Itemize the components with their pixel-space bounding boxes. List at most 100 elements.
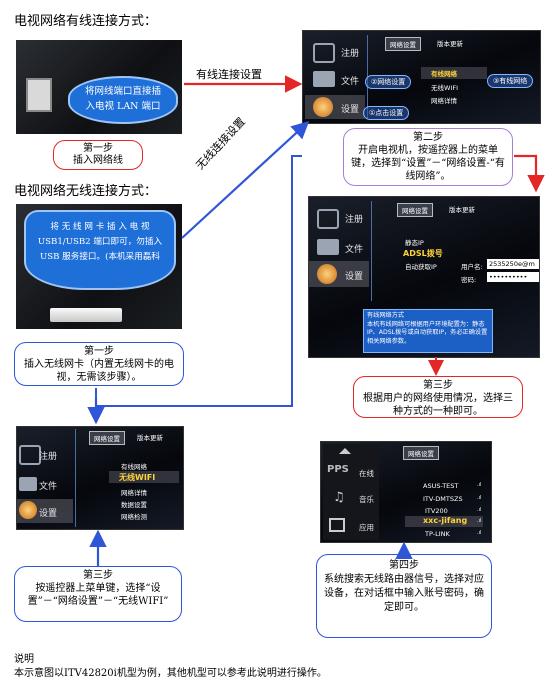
username-field[interactable]: 2535250e@m — [487, 259, 539, 269]
wired-step3-note: 第三步 根据用户的网络使用情况，选择三种方式的一种即可。 — [353, 376, 523, 418]
sidebar-item-settings[interactable]: 设置 — [345, 272, 364, 282]
step-title: 第一步 — [84, 346, 114, 357]
wired-callout: 将网线端口直接插 入电视 LAN 端口 — [68, 76, 178, 124]
step-title: 第三步 — [423, 380, 453, 391]
gear-icon — [317, 264, 337, 284]
sidebar-item-settings[interactable]: 设置 — [341, 105, 360, 115]
folder-icon — [317, 239, 339, 255]
step2-note: 第二步 开启电视机，按遥控器上的菜单键，选择到“设置”－“网络设置-“有线网络”… — [343, 128, 513, 186]
step-text: 开启电视机，按遥控器上的菜单键，选择到“设置”－“网络设置-“有线网络”。 — [351, 145, 505, 182]
menu-wired[interactable]: 有线网络 — [121, 463, 147, 471]
step-text: 插入无线网卡（内置无线网卡的电视，无需该步骤）。 — [24, 359, 174, 383]
step-text: 按遥控器上菜单键，选择“设置”－“网络设置”－“无线WIFI” — [27, 583, 169, 607]
heading-wireless: 电视网络无线连接方式： — [14, 184, 158, 199]
tab-version[interactable]: 版本更新 — [437, 40, 463, 48]
option-adsl[interactable]: ADSL拨号 — [403, 249, 443, 258]
info-text: 本机有线网络可根据用户环境配置为：静态IP、ADSL拨号或自动获取IP，务必正确… — [367, 320, 488, 345]
step-title: 第四步 — [389, 560, 419, 571]
ssid-item[interactable]: ITV200 — [425, 507, 448, 515]
tab-network[interactable]: 网络设置 — [397, 203, 433, 217]
menu-selected-bg — [109, 471, 179, 483]
menu-wired[interactable]: 有线网络 — [431, 70, 457, 78]
wireless-step1-note: 第一步 插入无线网卡（内置无线网卡的电视，无需该步骤）。 — [14, 342, 184, 386]
sidebar-item-music[interactable]: 音乐 — [359, 495, 374, 504]
step4-note: 第四步 系统搜索无线路由器信号，选择对应设备，在对话框中输入账号密码，确定即可。 — [316, 554, 492, 638]
sidebar-item-apps[interactable]: 应用 — [359, 523, 374, 532]
note-text: 本示意图以ITV42820i机型为例，其他机型可以参考此说明进行操作。 — [14, 668, 327, 679]
tab-version[interactable]: 版本更新 — [137, 434, 163, 442]
tv-lan-photo: 将网线端口直接插 入电视 LAN 端口 — [16, 40, 182, 134]
menu-details[interactable]: 网络详情 — [431, 97, 457, 105]
username-label: 用户名: — [461, 263, 483, 271]
arrow-step1-to-screen3 — [95, 155, 302, 407]
folder-icon — [19, 477, 37, 491]
menu-wifi[interactable]: 无线WIFI — [119, 473, 156, 482]
ssid-item-selected[interactable]: xxc-jifang — [423, 516, 468, 525]
tab-network[interactable]: 网络设置 — [89, 431, 125, 445]
sidebar-item-register[interactable]: 注册 — [341, 49, 360, 59]
info-title: 有线网络方式 — [367, 312, 405, 319]
ssid-item[interactable]: ASUS-TEST — [423, 482, 459, 490]
badge-wired: ③有线网络 — [487, 74, 534, 88]
register-icon — [19, 445, 41, 465]
arrow-step2-to-screen2 — [514, 154, 545, 193]
wifi-list-screen: PPS 在线 ♫ 音乐 应用 网络设置 ASUS-TEST ITV-DMTSZS… — [320, 441, 492, 543]
sidebar-item-settings[interactable]: 设置 — [39, 509, 58, 519]
arrow-wireless-diagonal — [181, 121, 310, 239]
info-panel: 有线网络方式 本机有线网络可根据用户环境配置为：静态IP、ADSL拨号或自动获取… — [363, 309, 493, 353]
folder-icon — [313, 71, 335, 87]
step-text: 系统搜索无线路由器信号，选择对应设备，在对话框中输入账号密码，确定即可。 — [324, 574, 484, 613]
step-text: 插入网络线 — [73, 155, 123, 166]
step-title: 第二步 — [413, 132, 443, 143]
ssid-selected-bg — [405, 516, 483, 527]
step-title: 第三步 — [83, 570, 113, 581]
badge-click-settings: ①点击设置 — [363, 106, 410, 120]
wireless-callout-line: USB 服务接口。(本机采用磊科 — [39, 252, 161, 262]
ssid-item[interactable]: ITV-DMTSZS — [423, 495, 463, 503]
menu-wifi[interactable]: 无线WIFI — [431, 84, 458, 92]
music-icon: ♫ — [333, 490, 345, 505]
sidebar-item-register[interactable]: 注册 — [345, 215, 364, 225]
password-label: 密码: — [461, 276, 477, 284]
option-static-ip[interactable]: 静态IP — [405, 239, 424, 247]
badge-network-settings: ②网络设置 — [365, 75, 412, 89]
wireless-callout-line: USB1/USB2 端口即可，勿插入 — [37, 237, 163, 247]
tab-version[interactable]: 版本更新 — [449, 206, 475, 214]
apps-icon — [329, 518, 345, 532]
divider — [75, 429, 76, 527]
menu-data[interactable]: 数据设置 — [121, 501, 147, 509]
register-icon — [317, 209, 339, 229]
sidebar-item-files[interactable]: 文件 — [39, 482, 58, 492]
ppc-sidebar — [323, 444, 379, 540]
sidebar-item-register[interactable]: 注册 — [39, 452, 58, 462]
step-title: 第一步 — [83, 143, 113, 154]
signal-icon: .ıl — [477, 495, 482, 501]
tv-usb-photo: 将 无 线 网 卡 插 入 电 视 USB1/USB2 端口即可，勿插入 USB… — [16, 204, 182, 329]
pps-logo: PPS — [327, 464, 349, 475]
option-dhcp[interactable]: 自动获取IP — [405, 263, 437, 271]
wireless-step3-note: 第三步 按遥控器上菜单键，选择“设置”－“网络设置”－“无线WIFI” — [14, 566, 182, 622]
menu-selected-bg — [421, 67, 487, 79]
scroll-up-icon[interactable] — [339, 448, 351, 454]
sidebar-item-online[interactable]: 在线 — [359, 469, 374, 478]
tab-network[interactable]: 网络设置 — [403, 446, 439, 460]
wired-step1-note: 第一步 插入网络线 — [53, 140, 143, 170]
wired-settings-screen: 注册 文件 设置 网络设置 版本更新 有线网络 无线WIFI 网络详情 ①点击设… — [302, 30, 541, 124]
password-field[interactable]: •••••••••• — [487, 272, 539, 282]
wireless-callout-line: 将 无 线 网 卡 插 入 电 视 — [50, 222, 150, 232]
wired-callout-line: 将网线端口直接插 — [84, 86, 161, 97]
signal-icon: .ıl — [477, 530, 482, 536]
step-text: 根据用户的网络使用情况，选择三种方式的一种即可。 — [363, 393, 513, 417]
signal-icon: .ıl — [477, 507, 482, 513]
menu-test[interactable]: 网络检测 — [121, 513, 147, 521]
menu-details[interactable]: 网络详情 — [121, 489, 147, 497]
sidebar-item-files[interactable]: 文件 — [345, 245, 364, 255]
sidebar-item-files[interactable]: 文件 — [341, 77, 360, 87]
signal-icon: .ıl — [477, 518, 482, 524]
ssid-item[interactable]: TP-LINK — [425, 530, 450, 538]
tab-network[interactable]: 网络设置 — [385, 37, 421, 51]
note-title: 说明 — [14, 654, 34, 665]
wireless-callout: 将 无 线 网 卡 插 入 电 视 USB1/USB2 端口即可，勿插入 USB… — [24, 210, 176, 290]
lan-port-icon — [26, 78, 52, 112]
